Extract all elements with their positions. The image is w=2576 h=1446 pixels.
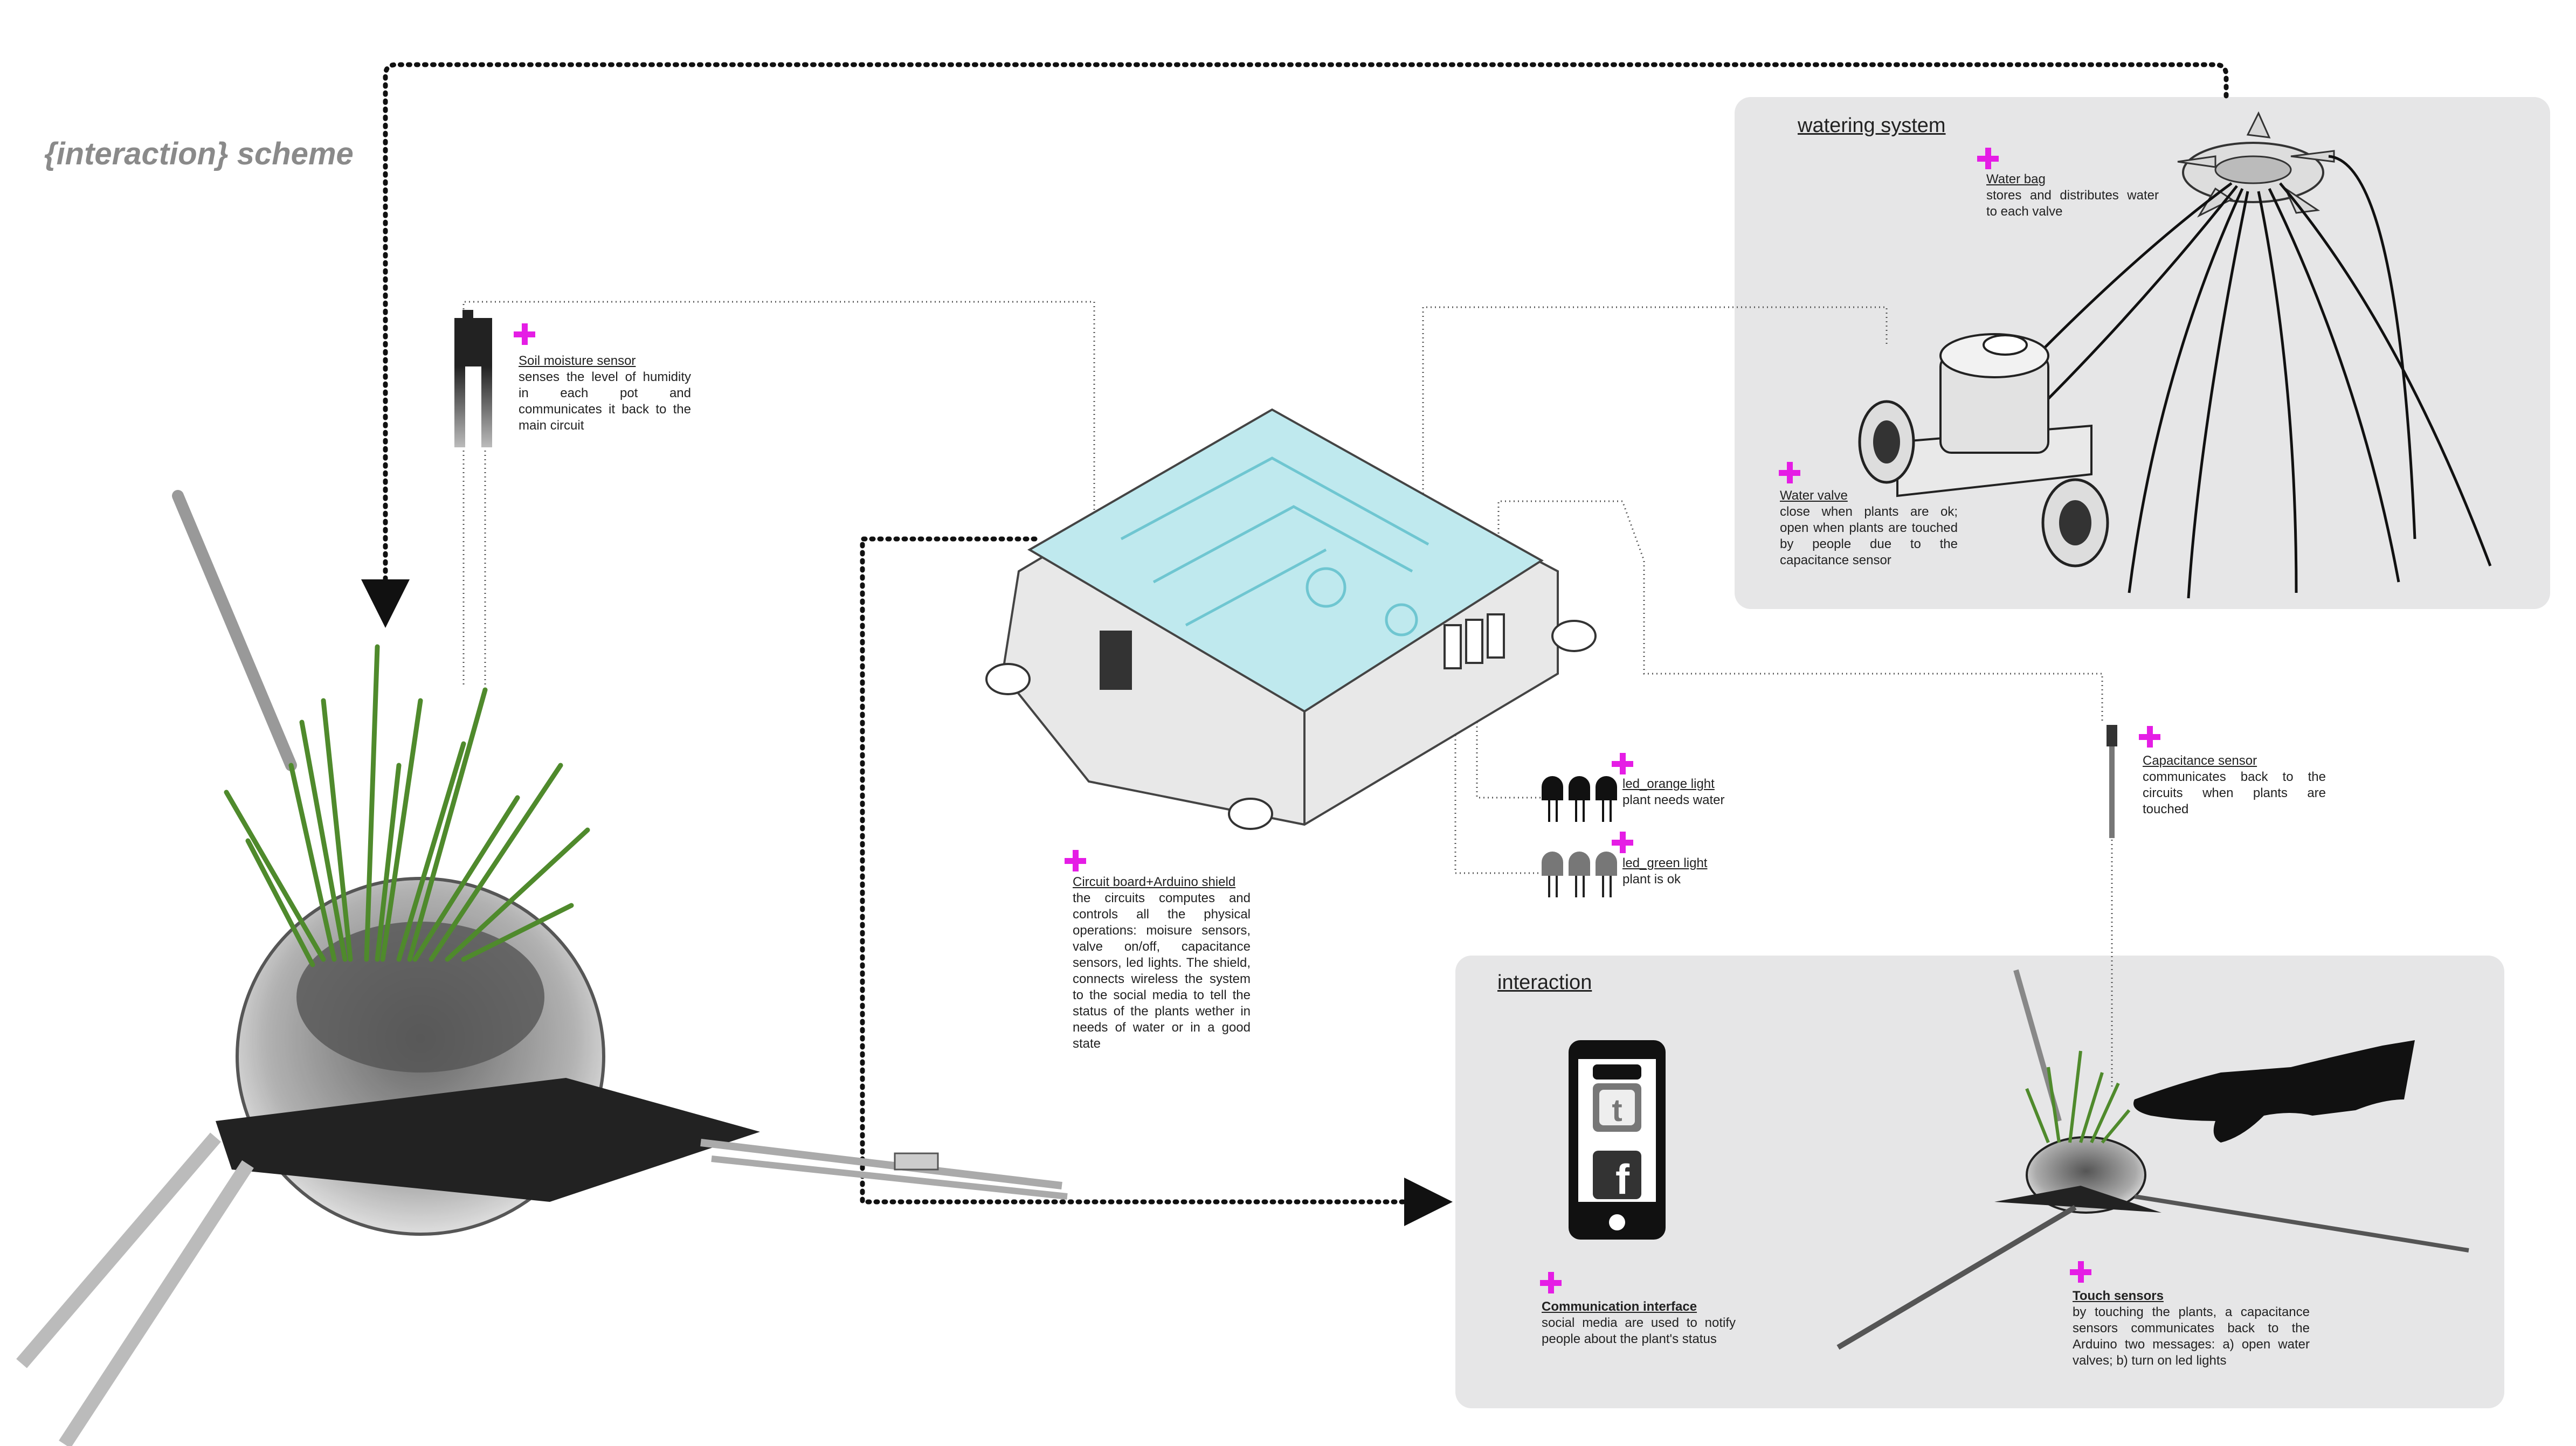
led-green-heading: led_green light xyxy=(1622,856,1708,870)
water-tubes xyxy=(2004,155,2492,599)
soil-sensor-marker xyxy=(514,323,535,345)
watering-system-title: watering system xyxy=(1798,114,1946,137)
touch-heading: Touch sensors xyxy=(2073,1289,2164,1303)
led-green-marker xyxy=(1612,832,1633,853)
hand-icon xyxy=(2133,1040,2415,1143)
water-valve-icon xyxy=(1858,333,2109,568)
water-valve-note: Water valve close when plants are ok; op… xyxy=(1780,488,1958,569)
led-green-body: plant is ok xyxy=(1622,872,1681,887)
water-valve-body: close when plants are ok; open when plan… xyxy=(1780,504,1958,568)
capacitance-sensor-icon xyxy=(2107,725,2117,838)
water-valve-marker xyxy=(1779,462,1800,483)
led-orange-note: led_orange light plant needs water xyxy=(1622,776,1752,808)
led-orange-marker xyxy=(1612,753,1633,774)
led-orange-icon xyxy=(1542,776,1617,822)
thin-connectors xyxy=(462,301,2113,1089)
water-bag-heading: Water bag xyxy=(1986,172,2046,186)
twitter-icon: t xyxy=(1593,1083,1641,1132)
facebook-icon: f xyxy=(1593,1151,1641,1203)
soil-sensor-heading: Soil moisture sensor xyxy=(519,354,636,368)
water-valve-heading: Water valve xyxy=(1780,488,1848,503)
plant-pot-large-icon xyxy=(16,490,1068,1446)
capacitance-body: communicates back to the circuits when p… xyxy=(2143,770,2326,817)
led-orange-body: plant needs water xyxy=(1622,793,1725,807)
led-orange-heading: led_orange light xyxy=(1622,777,1715,791)
comm-marker xyxy=(1540,1272,1562,1293)
circuit-heading: Circuit board+Arduino shield xyxy=(1073,875,1236,889)
led-green-icon xyxy=(1542,852,1617,897)
water-bag-marker xyxy=(1977,148,1999,169)
flow-arrow-bottom xyxy=(860,536,1453,1226)
circuit-body: the circuits computes and controls all t… xyxy=(1073,891,1251,1051)
soil-moisture-sensor-icon xyxy=(454,310,492,447)
comm-heading: Communication interface xyxy=(1542,1299,1697,1314)
led-green-note: led_green light plant is ok xyxy=(1622,855,1752,888)
capacitance-note: Capacitance sensor communicates back to … xyxy=(2143,753,2326,818)
soil-sensor-body: senses the level of humidity in each pot… xyxy=(519,370,691,433)
comm-note: Communication interface social media are… xyxy=(1542,1299,1736,1347)
diagram-title: {interaction} scheme xyxy=(44,136,354,171)
circuit-board-icon xyxy=(985,408,1597,830)
water-bag-note: Water bag stores and distributes water t… xyxy=(1986,171,2159,220)
smartphone-icon xyxy=(1569,1040,1666,1240)
touch-note: Touch sensors by touching the plants, a … xyxy=(2073,1288,2310,1369)
interaction-title: interaction xyxy=(1497,971,1592,994)
touch-marker xyxy=(2070,1261,2091,1283)
capacitance-marker xyxy=(2139,726,2160,748)
circuit-note: Circuit board+Arduino shield the circuit… xyxy=(1073,874,1251,1052)
plant-pot-small-icon xyxy=(1836,969,2469,1350)
touch-body: by touching the plants, a capacitance se… xyxy=(2073,1305,2310,1368)
soil-sensor-note: Soil moisture sensor senses the level of… xyxy=(519,353,691,434)
svg-text:t: t xyxy=(1612,1093,1622,1128)
capacitance-heading: Capacitance sensor xyxy=(2143,753,2257,768)
circuit-marker xyxy=(1065,850,1086,871)
comm-body: social media are used to notify people a… xyxy=(1542,1316,1736,1346)
water-bag-icon xyxy=(2177,111,2335,218)
water-bag-body: stores and distributes water to each val… xyxy=(1986,188,2159,219)
svg-text:f: f xyxy=(1615,1156,1630,1203)
flow-arrow-top xyxy=(361,62,2229,628)
